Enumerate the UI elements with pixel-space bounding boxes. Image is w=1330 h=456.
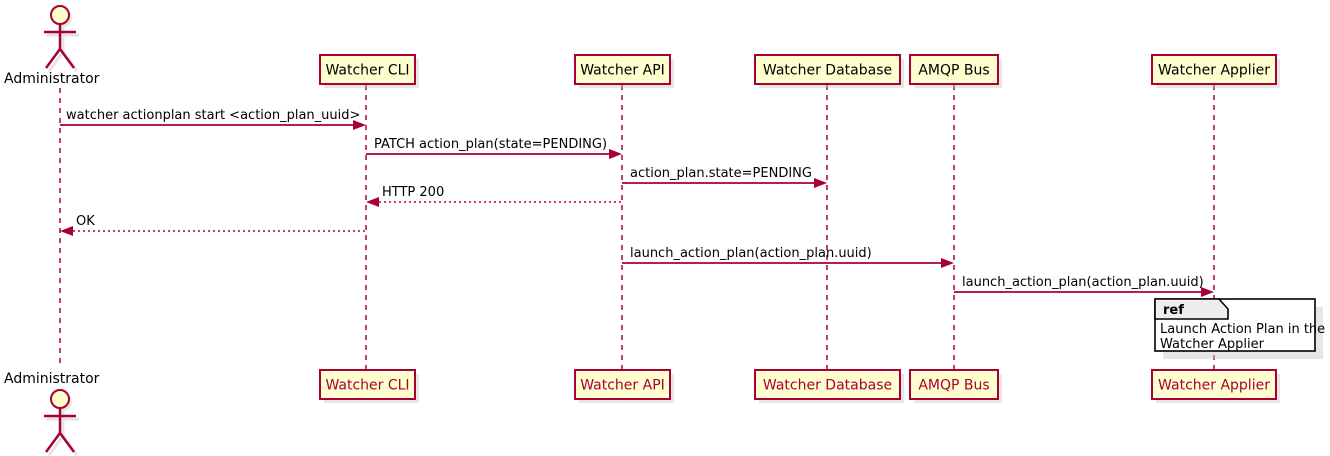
message-label-1: watcher actionplan start <action_plan_uu… (66, 108, 360, 123)
participant-rect (1151, 369, 1277, 400)
actor-leg-left-bottom (44, 432, 62, 453)
message-3: action_plan.state=PENDING (622, 166, 827, 188)
participant-rect (754, 54, 901, 85)
participant-box-watcher-applier-bottom[interactable]: Watcher Applier (1151, 369, 1280, 403)
message-arrowhead (353, 120, 366, 130)
message-label-4: HTTP 200 (382, 185, 444, 200)
participant-label-watcher-applier-top: Watcher Applier (1158, 63, 1270, 79)
message-arrowhead (366, 197, 379, 207)
message-label-2: PATCH action_plan(state=PENDING) (374, 137, 607, 152)
message-7: launch_action_plan(action_plan.uuid) (954, 275, 1214, 297)
actor-leg-right-top (58, 48, 76, 69)
participant-label-watcher-api-top: Watcher API (580, 63, 665, 79)
ref-header-label: ref (1163, 303, 1184, 318)
message-arrowhead (814, 178, 827, 188)
participant-label-watcher-database-bottom: Watcher Database (763, 378, 892, 394)
participant-box-amqp-bus-top[interactable]: AMQP Bus (909, 54, 1002, 88)
participant-label-watcher-applier-bottom: Watcher Applier (1158, 378, 1270, 394)
message-label-3: action_plan.state=PENDING (630, 166, 812, 181)
participant-box-watcher-cli-bottom[interactable]: Watcher CLI (319, 369, 419, 403)
message-label-5: OK (76, 214, 95, 229)
lifelines (59, 85, 1215, 370)
message-2: PATCH action_plan(state=PENDING) (366, 137, 622, 159)
message-arrowhead (941, 258, 954, 268)
actor-administrator-bottom: Administrator (4, 371, 100, 456)
participant-rect (574, 369, 671, 400)
actor-label-administrator-top: Administrator (4, 71, 100, 87)
actor-label-administrator-bottom: Administrator (4, 371, 100, 387)
participant-rect (909, 369, 999, 400)
participant-rect (319, 369, 416, 400)
actor-leg-right-bottom (58, 432, 76, 453)
participant-rect (909, 54, 999, 85)
ref-body-line-1: Launch Action Plan in the (1160, 322, 1325, 337)
ref-body-line-2: Watcher Applier (1160, 337, 1265, 352)
participant-label-watcher-cli-top: Watcher CLI (325, 63, 409, 79)
participant-label-amqp-bus-top: AMQP Bus (918, 63, 989, 79)
participant-box-watcher-database-top[interactable]: Watcher Database (754, 54, 904, 88)
participant-label-watcher-api-bottom: Watcher API (580, 378, 665, 394)
participant-box-watcher-api-top[interactable]: Watcher API (574, 54, 674, 88)
participant-box-amqp-bus-bottom[interactable]: AMQP Bus (909, 369, 1002, 403)
actor-leg-left-top (44, 48, 62, 69)
message-6: launch_action_plan(action_plan.uuid) (622, 246, 954, 268)
participant-box-watcher-api-bottom[interactable]: Watcher API (574, 369, 674, 403)
message-4: HTTP 200 (366, 185, 622, 207)
participant-rect (754, 369, 901, 400)
message-arrowhead (60, 226, 73, 236)
participant-label-watcher-cli-bottom: Watcher CLI (325, 378, 409, 394)
actor-administrator-top: Administrator (4, 5, 100, 87)
message-label-6: launch_action_plan(action_plan.uuid) (630, 246, 872, 261)
participant-box-watcher-applier-top[interactable]: Watcher Applier (1151, 54, 1280, 88)
message-arrowhead (1201, 287, 1214, 297)
reference-box: ref Launch Action Plan in the Watcher Ap… (1154, 298, 1325, 359)
ref-header-tab (1154, 298, 1229, 320)
message-5: OK (60, 214, 366, 236)
participant-box-watcher-database-bottom[interactable]: Watcher Database (754, 369, 904, 403)
participant-rect (319, 54, 416, 85)
actor-head-icon-top (50, 5, 70, 25)
message-arrowhead (609, 149, 622, 159)
actor-head-icon-bottom (50, 389, 70, 409)
message-label-7: launch_action_plan(action_plan.uuid) (962, 275, 1204, 290)
participant-rect (574, 54, 671, 85)
participant-label-watcher-database-top: Watcher Database (763, 63, 892, 79)
participant-label-amqp-bus-bottom: AMQP Bus (918, 378, 989, 394)
participant-box-watcher-cli-top[interactable]: Watcher CLI (319, 54, 419, 88)
message-1: watcher actionplan start <action_plan_uu… (60, 108, 366, 130)
participant-rect (1151, 54, 1277, 85)
